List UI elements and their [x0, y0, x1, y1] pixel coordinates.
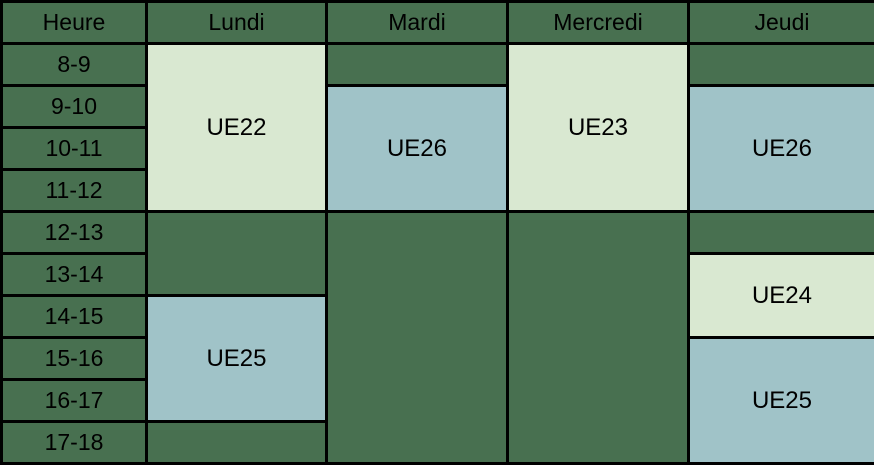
header-cell-jeudi: Jeudi: [689, 2, 874, 44]
header-row: Heure Lundi Mardi Mercredi Jeudi: [2, 2, 874, 44]
empty-cell-jeudi-12-13: [689, 212, 874, 254]
header-cell-mercredi: Mercredi: [508, 2, 689, 44]
course-cell-ue22-lundi: UE22: [147, 44, 327, 212]
header-cell-heure: Heure: [2, 2, 147, 44]
empty-cell-mardi-8-9: [327, 44, 508, 86]
course-cell-ue25-jeudi: UE25: [689, 338, 874, 464]
course-cell-ue26-mardi: UE26: [327, 86, 508, 212]
course-cell-ue25-lundi: UE25: [147, 296, 327, 422]
time-cell-16-17: 16-17: [2, 380, 147, 422]
course-cell-ue26-jeudi: UE26: [689, 86, 874, 212]
time-cell-10-11: 10-11: [2, 128, 147, 170]
time-cell-9-10: 9-10: [2, 86, 147, 128]
row-8-9: 8-9 UE22 UE23: [2, 44, 874, 86]
time-cell-8-9: 8-9: [2, 44, 147, 86]
empty-cell-lundi-17-18: [147, 422, 327, 464]
header-cell-mardi: Mardi: [327, 2, 508, 44]
time-cell-15-16: 15-16: [2, 338, 147, 380]
empty-cell-mardi-12-18: [327, 212, 508, 464]
time-cell-17-18: 17-18: [2, 422, 147, 464]
row-9-10: 9-10 UE26 UE26: [2, 86, 874, 128]
course-cell-ue24-jeudi: UE24: [689, 254, 874, 338]
empty-cell-lundi-12-14: [147, 212, 327, 296]
time-cell-11-12: 11-12: [2, 170, 147, 212]
course-cell-ue23-mercredi: UE23: [508, 44, 689, 212]
time-cell-12-13: 12-13: [2, 212, 147, 254]
empty-cell-mercredi-12-18: [508, 212, 689, 464]
row-12-13: 12-13: [2, 212, 874, 254]
header-cell-lundi: Lundi: [147, 2, 327, 44]
time-cell-13-14: 13-14: [2, 254, 147, 296]
empty-cell-jeudi-8-9: [689, 44, 874, 86]
time-cell-14-15: 14-15: [2, 296, 147, 338]
